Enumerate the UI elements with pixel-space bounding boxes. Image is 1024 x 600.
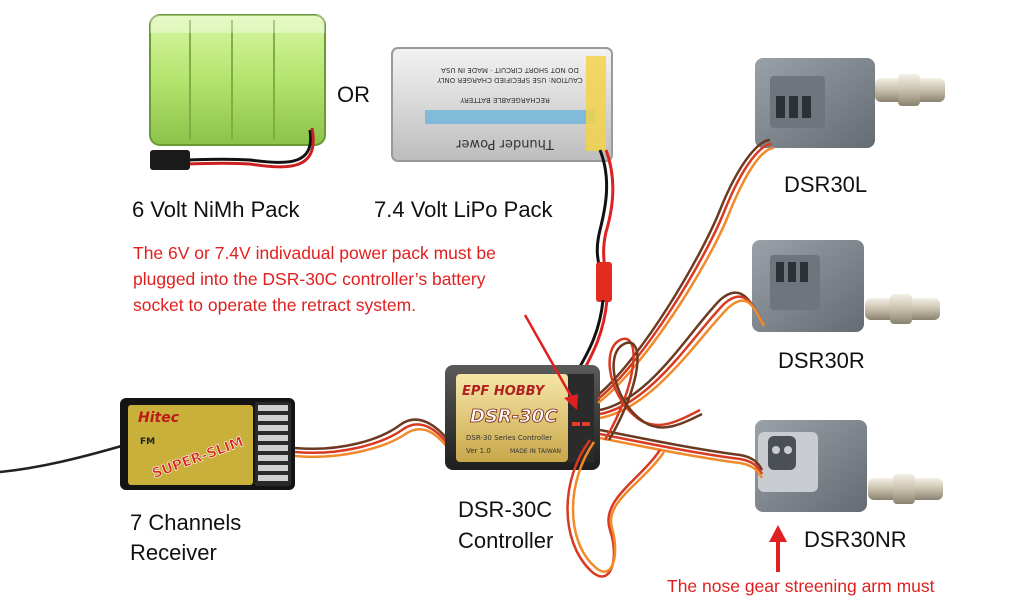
pointer-arrow-to-battery-socket [523,314,578,410]
dsr30r-label: DSR30R [778,348,865,373]
controller-label: DSR-30C Controller [458,494,553,556]
controller-brand-print: EPF HOBBY [462,384,546,399]
controller-unit: EPF HOBBY DSR-30C DSR-30 Series Controll… [445,365,600,470]
receiver-brand-print: Hitec [138,410,180,426]
dsr30l-label: DSR30L [784,172,868,197]
svg-text:CAUTION: USE SPECIFIED CHARGER: CAUTION: USE SPECIFIED CHARGER ONLY [436,76,582,84]
receiver-unit: Hitec FM SUPER-SLIM [0,398,295,490]
controller-label-line2: Controller [458,528,554,553]
receiver-label-line2: Receiver [130,540,217,565]
lipo-brand-print: Thunder Power [456,136,555,151]
nimh-battery-pack [149,14,326,170]
servo-dsr30nr [755,420,943,512]
nimh-pack-label: 6 Volt NiMh Pack [132,197,300,222]
power-pack-note: The 6V or 7.4V indivadual power pack mus… [133,240,496,318]
wiring-harness [566,138,775,578]
lipo-recycle-print: RECHARGEABLE BATTERY [459,96,549,104]
dsr30nr-label: DSR30NR [804,527,907,552]
power-pack-note-line1: The 6V or 7.4V indivadual power pack mus… [133,243,496,263]
servo-dsr30l [755,58,945,148]
controller-model-print: DSR-30C [470,406,558,427]
power-pack-note-line2: plugged into the DSR-30C controller’s ba… [133,269,486,289]
lipo-battery-pack: Thunder Power RECHARGEABLE BATTERY CAUTI… [391,47,615,411]
receiver-label-line1: 7 Channels [130,510,242,535]
steering-arm-note: The nose gear streening arm must [667,576,935,596]
controller-made-print: MADE IN TAIWAN [510,448,561,455]
pointer-arrow-to-steering-arm [769,525,787,572]
receiver-label: 7 Channels Receiver [130,508,241,568]
controller-version-print: Ver 1.0 [466,447,491,455]
power-pack-note-line3: socket to operate the retract system. [133,295,417,315]
receiver-fm-print: FM [140,437,155,447]
controller-series-print: DSR-30 Series Controller [466,434,552,442]
lipo-pack-label: 7.4 Volt LiPo Pack [374,197,553,222]
controller-label-line1: DSR-30C [458,497,553,522]
servo-dsr30r [752,240,940,332]
svg-text:DO NOT SHORT CIRCUIT · MADE IN: DO NOT SHORT CIRCUIT · MADE IN USA [441,66,579,74]
or-label: OR [337,82,370,107]
